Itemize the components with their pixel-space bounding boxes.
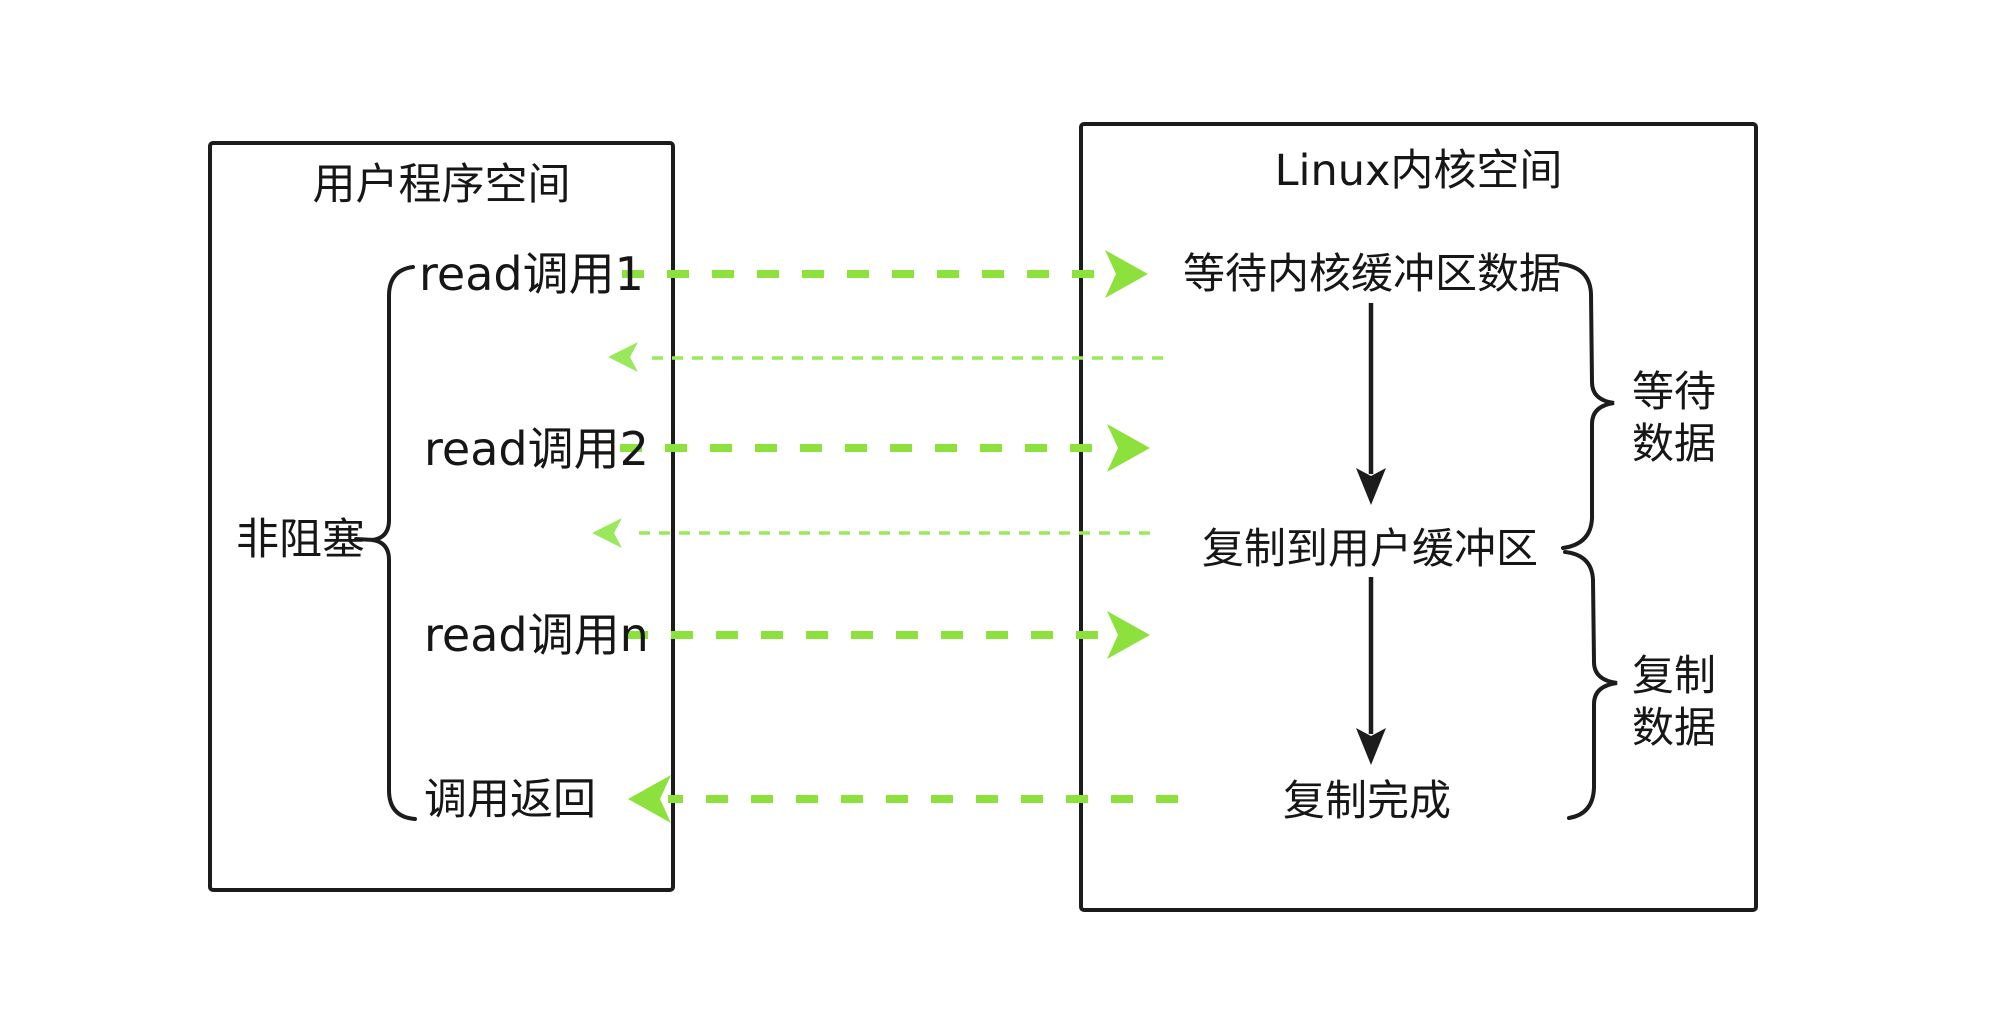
copy-data-line-1: 复制 — [1631, 651, 1716, 700]
non-blocking-label: 非阻塞 — [236, 515, 365, 565]
read-call-1-label: read调用1 — [419, 247, 644, 301]
call-return-label: 调用返回 — [424, 775, 596, 825]
copy-data-phase-label: 复制 数据 — [1626, 650, 1722, 754]
kernel-space-title: Linux内核空间 — [1274, 146, 1563, 196]
read-call-n-arrow — [626, 611, 1150, 659]
wait-data-phase-label: 等待 数据 — [1626, 366, 1722, 470]
kernel-step-copy-label: 复制到用户缓冲区 — [1202, 524, 1539, 573]
read-call-2-label: read调用2 — [424, 422, 649, 476]
immediate-return-arrow-2 — [592, 518, 1150, 548]
user-space-title: 用户程序空间 — [312, 160, 571, 210]
wait-data-line-1: 等待 — [1631, 367, 1716, 416]
read-call-2-arrow — [620, 424, 1150, 472]
kernel-space-box: Linux内核空间 — [1079, 122, 1758, 912]
user-space-box: 用户程序空间 — [208, 141, 675, 892]
wait-data-line-2: 数据 — [1631, 419, 1716, 468]
kernel-step-done-label: 复制完成 — [1283, 776, 1452, 825]
copy-data-line-2: 数据 — [1631, 703, 1716, 752]
kernel-step-wait-label: 等待内核缓冲区数据 — [1183, 249, 1562, 298]
read-call-n-label: read调用n — [424, 608, 649, 662]
read-call-1-arrow — [622, 250, 1148, 298]
